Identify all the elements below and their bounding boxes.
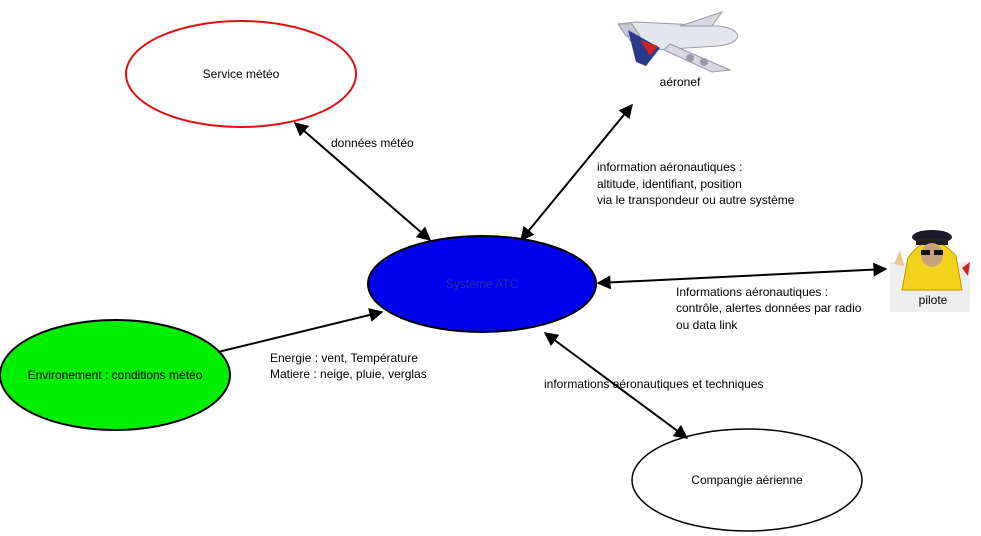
aircraft-info-label-1: information aéronautiques : (597, 160, 743, 174)
weather-data-label: données météo (331, 136, 414, 150)
weather-service-node (125, 20, 357, 128)
pilot-info-label-1: Informations aéronautiques : (676, 285, 829, 299)
airline-info-label: informations aéronautiques et techniques (544, 377, 764, 391)
environment-info-label-2: Matiere : neige, pluie, verglas (270, 367, 427, 381)
aircraft-info-label-2: altitude, identifiant, position (597, 177, 742, 191)
edge-atc-airline (543, 332, 689, 439)
airline-label: Compangie aérienne (691, 473, 803, 487)
aircraft-info-label-3: via le transpondeur ou autre système (597, 193, 795, 207)
atc-system-node (367, 235, 597, 333)
aircraft-label: aéronef (659, 75, 701, 89)
pilot-info-label-2: contrôle, alertes données par radio (676, 301, 862, 315)
environment-node (0, 319, 231, 431)
airline-node (631, 428, 863, 532)
environment-info-label-1: Energie : vent, Température (270, 351, 418, 365)
edge-weather-atc (293, 122, 432, 241)
edge-pilot-atc (596, 262, 888, 290)
pilot-info-label-3: ou data link (676, 318, 738, 332)
pilot-label: pilote (898, 292, 968, 308)
weather-service-label: Service météo (202, 67, 280, 81)
atc-system-label: Système ATC (445, 277, 519, 291)
airplane-icon (617, 11, 739, 73)
edge-aircraft-atc (520, 103, 633, 242)
edge-environment-atc (217, 308, 384, 353)
environment-label: Environement : conditions météo (27, 368, 203, 382)
